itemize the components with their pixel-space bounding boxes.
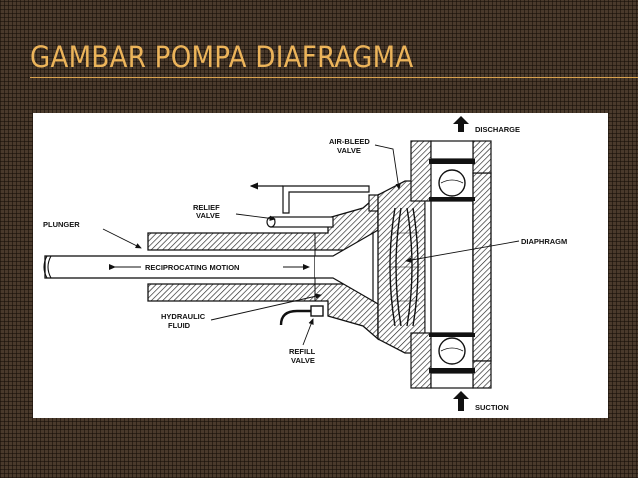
- air-bleed-label-line2: VALVE: [337, 146, 361, 155]
- diaphragm-chamber: [377, 172, 492, 362]
- refill-leader-line: [302, 318, 314, 346]
- relief-label-line2: VALVE: [196, 211, 220, 220]
- refill-label-line2: VALVE: [291, 356, 315, 365]
- air-bleed-label-line1: AIR-BLEED: [329, 137, 370, 146]
- discharge-flow-arrow: [453, 116, 469, 132]
- discharge-check-valve: [410, 140, 492, 202]
- diaphragm-membrane: [389, 207, 421, 327]
- air-bleed-leader-line: [374, 144, 401, 190]
- diaphragm-label: DIAPHRAGM: [521, 237, 567, 246]
- plunger-leader-line: [102, 228, 142, 249]
- title-underline: [30, 77, 638, 78]
- diagram-panel: DISCHARGE SUCTION AIR-BLEED VALVE RELIEF…: [33, 113, 608, 418]
- reciprocating-motion-label: RECIPROCATING MOTION: [145, 263, 239, 272]
- plunger-label: PLUNGER: [43, 220, 80, 229]
- hydraulic-label-line2: FLUID: [168, 321, 191, 330]
- diaphragm-leader-line: [405, 240, 520, 263]
- relief-label-line1: RELIEF: [193, 203, 220, 212]
- refill-label-line1: REFILL: [289, 347, 316, 356]
- refill-valve: [279, 305, 324, 326]
- hydraulic-leader-line: [210, 293, 322, 321]
- relief-leader-line: [235, 213, 276, 221]
- diaphragm-pump-diagram: DISCHARGE SUCTION AIR-BLEED VALVE RELIEF…: [43, 116, 567, 412]
- slide-title: GAMBAR POMPA DIAFRAGMA: [30, 40, 414, 74]
- suction-check-valve: [410, 332, 492, 389]
- suction-flow-arrow: [453, 391, 469, 411]
- suction-label: SUCTION: [475, 403, 509, 412]
- discharge-label: DISCHARGE: [475, 125, 520, 134]
- relief-valve: [266, 216, 334, 228]
- hydraulic-label-line1: HYDRAULIC: [161, 312, 206, 321]
